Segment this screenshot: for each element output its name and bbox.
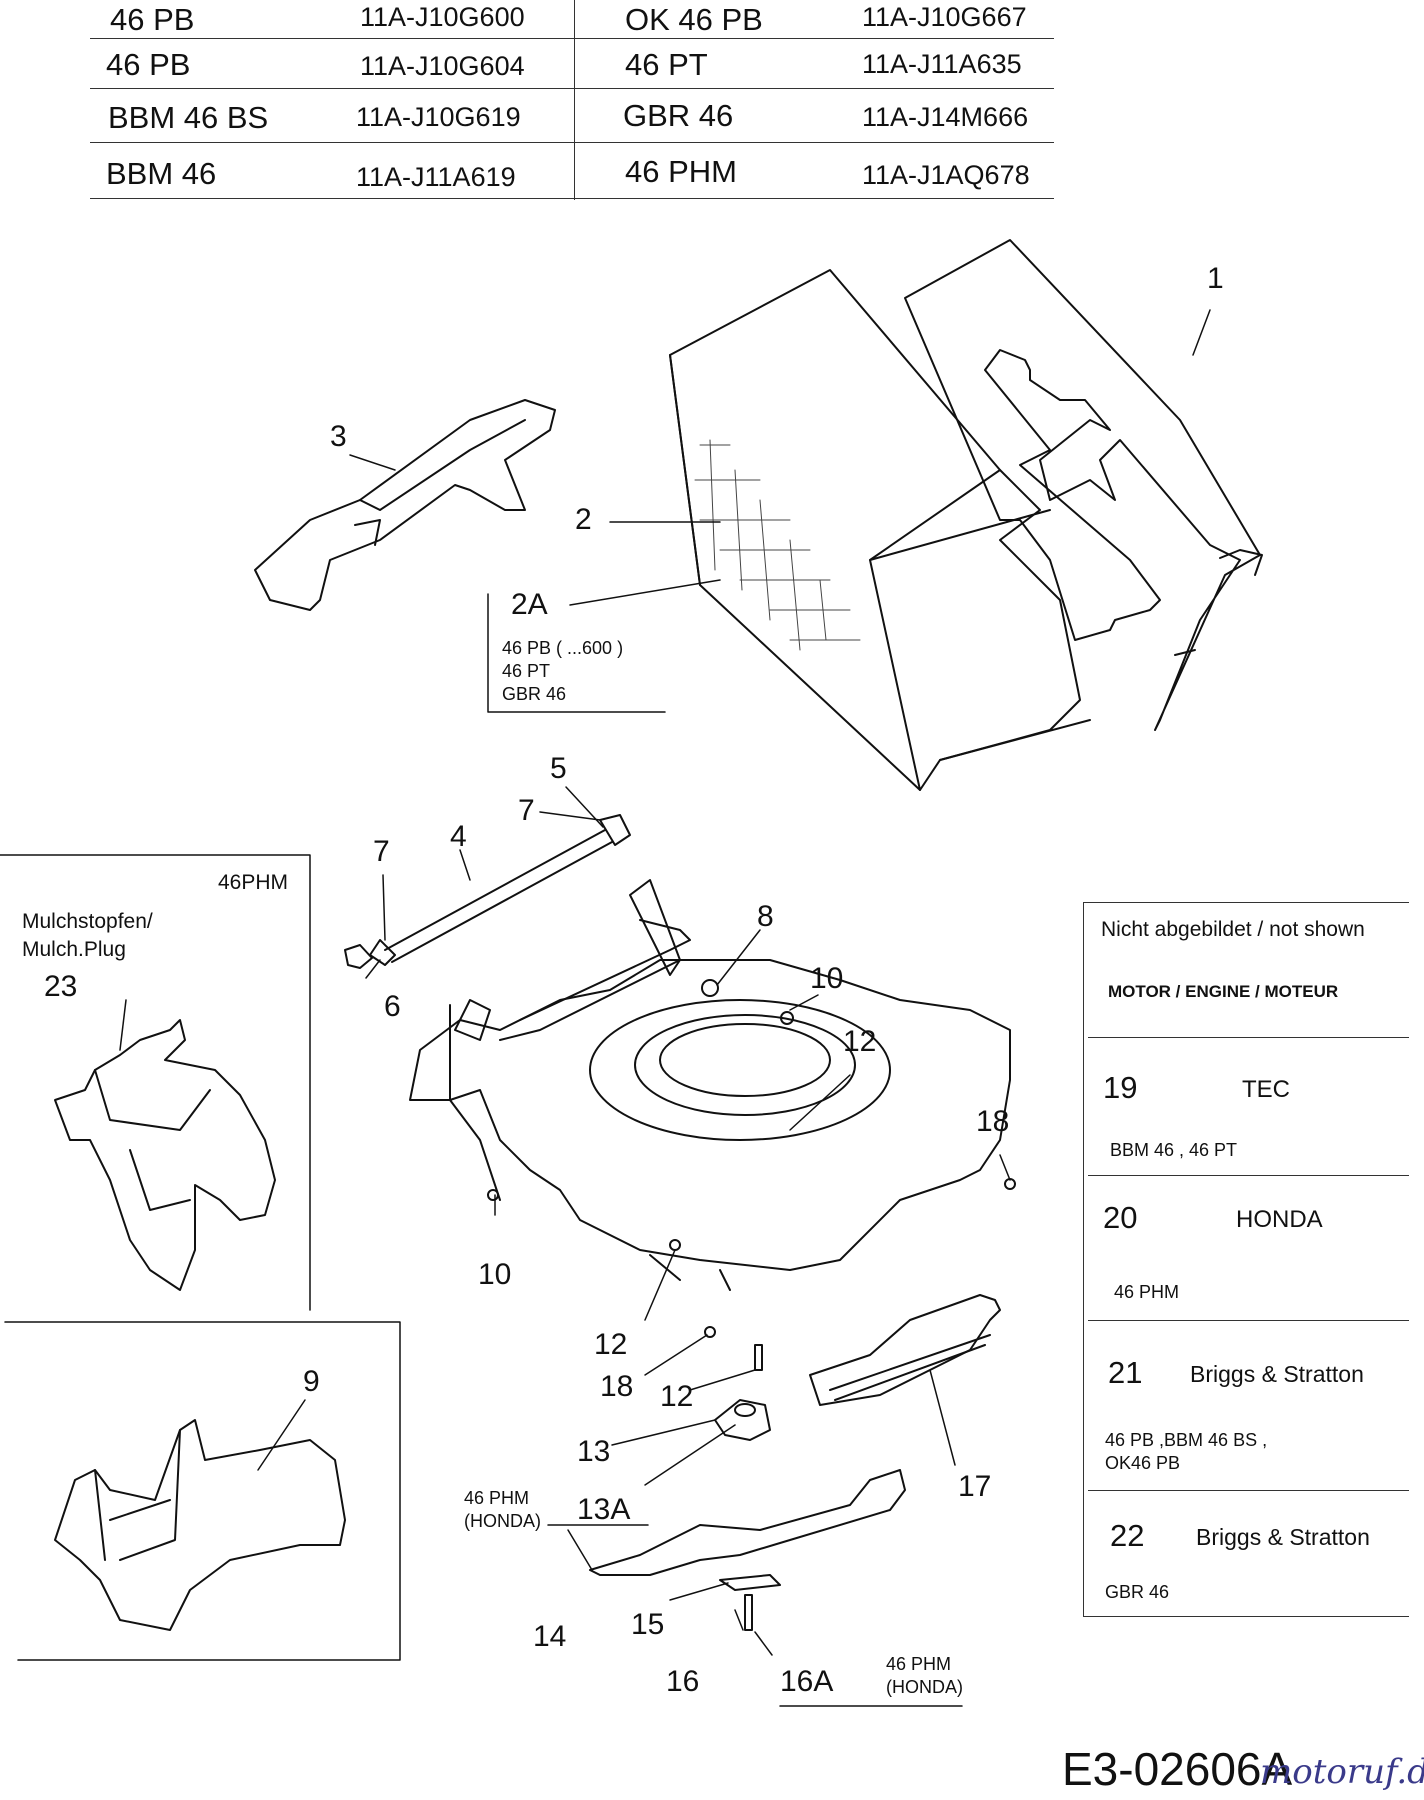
bag-frame-part — [904, 239, 1263, 731]
engine-number: 22 — [1110, 1518, 1145, 1553]
blade-adapter-part — [714, 1399, 771, 1441]
engine-number: 19 — [1103, 1070, 1138, 1105]
table-rule — [90, 198, 1054, 199]
engine-models: OK46 PB — [1105, 1453, 1181, 1473]
panel-rule — [1088, 1490, 1409, 1491]
table-cell-model: 46 PB — [110, 2, 195, 37]
engine-models: 46 PHM — [1114, 1282, 1180, 1302]
table-cell-model: BBM 46 BS — [108, 100, 269, 135]
panel-subheader: MOTOR / ENGINE / MOTEUR — [1108, 982, 1339, 1001]
table-cell-code: 11A-J10G619 — [356, 102, 521, 132]
mulch-box-frame — [0, 854, 311, 1311]
engine-models: GBR 46 — [1105, 1582, 1170, 1602]
axle-part — [344, 814, 631, 969]
callout-14: 14 — [533, 1620, 567, 1653]
engine-brand: Briggs & Stratton — [1196, 1524, 1370, 1550]
table-cell-model: 46 PT — [625, 47, 708, 82]
callout-7: 7 — [373, 835, 390, 868]
callout-3: 3 — [330, 420, 347, 453]
drawing-id: E3-02606A — [1062, 1743, 1293, 1795]
mulch-box-model: 46PHM — [218, 871, 289, 894]
table-cell-code: 11A-J11A619 — [356, 162, 516, 192]
callout-15: 15 — [631, 1608, 665, 1641]
mower-deck-part — [409, 879, 1011, 1291]
note-13a-model: 46 PHM — [464, 1488, 530, 1508]
callout-16a: 16A — [780, 1665, 834, 1698]
panel-border — [1083, 1616, 1409, 1617]
table-divider — [574, 0, 575, 200]
table-cell-code: 11A-J10G604 — [360, 51, 525, 81]
callout-9: 9 — [303, 1365, 320, 1398]
engine-number: 20 — [1103, 1200, 1138, 1235]
mulch-plug-part — [54, 1019, 276, 1291]
mulch-box-label: Mulch.Plug — [22, 938, 126, 961]
table-rule — [90, 142, 1054, 143]
callout-5: 5 — [550, 752, 567, 785]
table-rule — [90, 38, 1054, 39]
callout-2a: 2A — [511, 588, 548, 621]
engine-brand: TEC — [1242, 1076, 1290, 1103]
table-rule — [90, 88, 1054, 89]
callout-1: 1 — [1207, 262, 1224, 295]
mulch-box-label: Mulchstopfen/ — [22, 910, 153, 933]
table-cell-model: 46 PHM — [625, 154, 737, 189]
note-2a-models: 46 PT — [502, 661, 551, 681]
callout-4: 4 — [450, 820, 467, 853]
insert-box-frame — [4, 1321, 401, 1661]
callout-12: 12 — [594, 1328, 628, 1361]
table-cell-model: GBR 46 — [623, 98, 734, 133]
table-cell-model: OK 46 PB — [625, 2, 763, 37]
bolt-parts — [487, 979, 1016, 1631]
table-cell-code: 11A-J10G667 — [862, 2, 1027, 32]
note-16a-model: 46 PHM — [886, 1654, 952, 1674]
callout-2: 2 — [575, 503, 592, 536]
callout-12: 12 — [843, 1025, 877, 1058]
callout-7: 7 — [518, 794, 535, 827]
callout-16: 16 — [666, 1665, 700, 1698]
callout-12: 12 — [660, 1380, 694, 1413]
note-13a-model: (HONDA) — [464, 1511, 541, 1531]
insert-part — [54, 1419, 346, 1631]
callout-23: 23 — [44, 970, 78, 1003]
panel-rule — [1088, 1175, 1409, 1176]
blade-part — [589, 1469, 906, 1591]
table-cell-code: 11A-J11A635 — [862, 49, 1022, 79]
callout-10: 10 — [810, 962, 844, 995]
engine-number: 21 — [1108, 1355, 1143, 1390]
note-2a-models: 46 PB ( ...600 ) — [502, 638, 624, 658]
deflector-part — [254, 399, 556, 611]
grass-bag-part — [669, 269, 1091, 791]
table-cell-code: 11A-J1AQ678 — [862, 160, 1030, 190]
panel-border — [1083, 902, 1409, 903]
engine-brand: HONDA — [1236, 1206, 1323, 1233]
callout-18: 18 — [600, 1370, 634, 1403]
leader-lines — [119, 309, 1211, 1707]
callout-17: 17 — [958, 1470, 992, 1503]
callout-10: 10 — [478, 1258, 512, 1291]
note-16a-model: (HONDA) — [886, 1677, 963, 1697]
callout-18: 18 — [976, 1105, 1010, 1138]
note-2a-models: GBR 46 — [502, 684, 567, 704]
panel-border — [1083, 902, 1084, 1616]
panel-rule — [1088, 1037, 1409, 1038]
callout-13a: 13A — [577, 1493, 631, 1526]
panel-rule — [1088, 1320, 1409, 1321]
rear-flap-part — [809, 1294, 1001, 1406]
table-cell-model: BBM 46 — [106, 156, 217, 191]
callout-6: 6 — [384, 990, 401, 1023]
engine-brand: Briggs & Stratton — [1190, 1361, 1364, 1387]
table-cell-code: 11A-J10G600 — [360, 2, 525, 32]
table-cell-code: 11A-J14M666 — [862, 102, 1029, 132]
engine-models: BBM 46 , 46 PT — [1110, 1140, 1238, 1160]
engine-models: 46 PB ,BBM 46 BS , — [1105, 1430, 1268, 1450]
panel-header: Nicht abgebildet / not shown — [1101, 918, 1365, 941]
callout-13: 13 — [577, 1435, 611, 1468]
table-cell-model: 46 PB — [106, 47, 191, 82]
watermark-logo: motoruf.de — [1260, 1752, 1424, 1792]
callout-8: 8 — [757, 900, 774, 933]
